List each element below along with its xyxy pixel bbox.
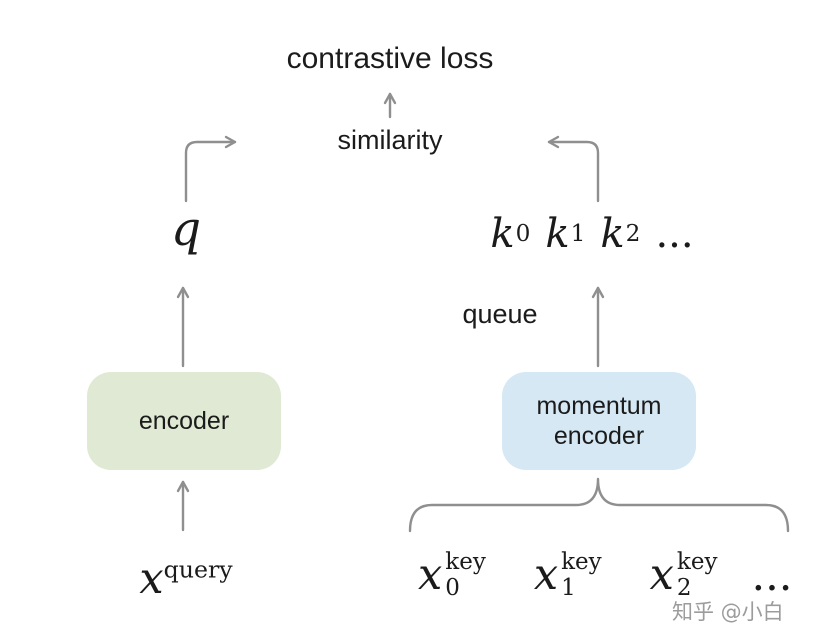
q-symbol-letter: q — [170, 202, 202, 257]
keys-ellipsis: ... — [655, 211, 694, 257]
q-symbol: q — [171, 202, 201, 257]
queue-label: queue — [462, 299, 538, 329]
momentum-encoder-label-line2: encoder — [553, 422, 645, 450]
encoder-box: encoder — [87, 372, 281, 470]
x-key1-subscript: 1 — [561, 574, 576, 601]
brace-key-inputs — [408, 477, 790, 533]
encoder-label: encoder — [138, 406, 230, 435]
x-key0-superscript: key — [445, 549, 486, 575]
x-key0-subscript: 0 — [445, 574, 460, 601]
key-inputs-ellipsis: ... — [751, 550, 793, 601]
arrow-keys-to-similarity — [547, 135, 600, 203]
similarity-label: similarity — [337, 125, 443, 155]
momentum-encoder-label-line1: momentum — [536, 391, 662, 420]
momentum-encoder-box: momentum encoder — [502, 372, 696, 470]
x-key2-superscript: key — [676, 549, 718, 575]
x-query-superscript: query — [163, 555, 233, 584]
watermark: 知乎 @小白 — [672, 600, 784, 624]
contrastive-loss-label: contrastive loss — [286, 42, 494, 75]
arrow-q-to-similarity — [184, 135, 237, 203]
x-query-symbol: xquery — [139, 554, 233, 604]
x-key1-superscript: key — [561, 549, 602, 575]
x-key2-subscript: 2 — [676, 574, 692, 601]
